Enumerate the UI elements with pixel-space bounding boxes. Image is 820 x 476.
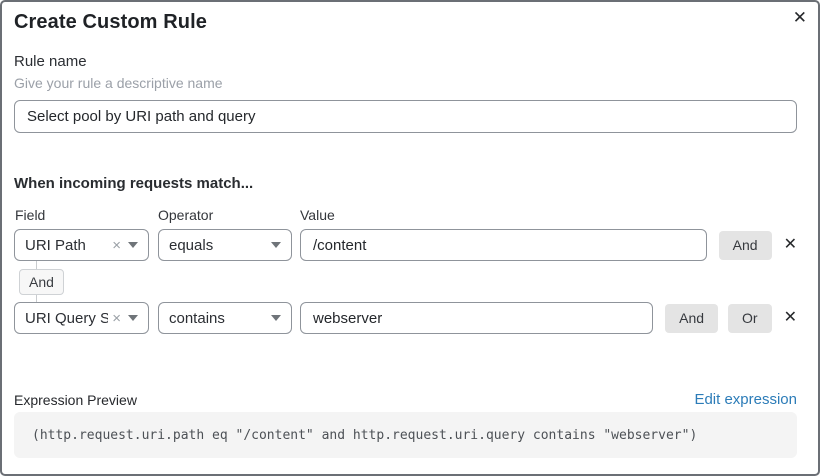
field-select-value: URI Path [25, 236, 86, 254]
rule-name-label: Rule name [14, 53, 87, 70]
operator-select-value: contains [169, 309, 225, 327]
connector-line [36, 295, 37, 302]
expression-preview-label: Expression Preview [14, 392, 137, 408]
field-select-value: URI Query St... [25, 309, 108, 327]
and-button[interactable]: And [718, 230, 772, 260]
chevron-down-icon [271, 242, 281, 248]
chevron-down-icon [128, 242, 138, 248]
edit-expression-link[interactable]: Edit expression [694, 391, 797, 408]
or-button[interactable]: Or [728, 303, 772, 333]
operator-select[interactable]: equals [158, 229, 292, 261]
delete-row-icon[interactable]: ✕ [783, 236, 797, 253]
close-icon[interactable]: ✕ [792, 8, 807, 27]
match-section-heading: When incoming requests match... [14, 175, 254, 192]
field-select[interactable]: URI Query St... × [14, 302, 149, 334]
value-input[interactable] [300, 302, 654, 334]
condition-row: URI Query St... × contains And Or ✕ [14, 302, 797, 334]
field-select[interactable]: URI Path × [14, 229, 149, 261]
connector-line [36, 261, 37, 269]
delete-row-icon[interactable]: ✕ [783, 309, 797, 326]
chevron-down-icon [128, 315, 138, 321]
value-input[interactable] [300, 229, 707, 261]
rule-name-input[interactable] [14, 100, 797, 133]
field-column-label: Field [15, 207, 46, 223]
page-title: Create Custom Rule [14, 11, 207, 33]
clear-selection-icon[interactable]: × [112, 309, 121, 327]
operator-select[interactable]: contains [158, 302, 292, 334]
clear-selection-icon[interactable]: × [112, 236, 121, 254]
operator-select-value: equals [169, 236, 214, 254]
and-button[interactable]: And [665, 303, 719, 333]
expression-code-block: (http.request.uri.path eq "/content" and… [14, 412, 797, 458]
expression-code: (http.request.uri.path eq "/content" and… [32, 427, 698, 443]
connector-and-badge: And [19, 269, 64, 295]
value-column-label: Value [300, 207, 335, 223]
rule-name-helper: Give your rule a descriptive name [14, 75, 223, 91]
operator-column-label: Operator [158, 207, 214, 223]
chevron-down-icon [271, 315, 281, 321]
row-connector: And [14, 261, 74, 302]
condition-row: URI Path × equals And ✕ [14, 229, 797, 261]
